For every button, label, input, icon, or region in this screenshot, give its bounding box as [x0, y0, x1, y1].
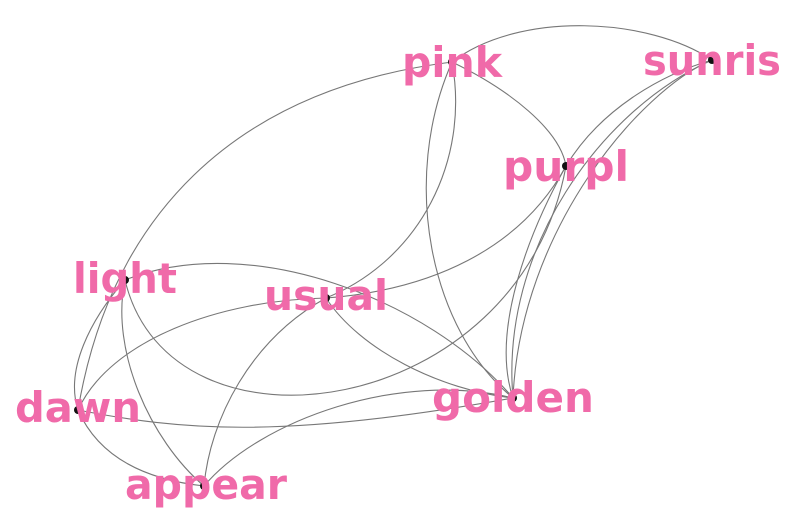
edge-light-dawn [74, 279, 126, 411]
edge-usual-golden [325, 297, 514, 399]
edge-purpl-golden [505, 165, 567, 399]
edge-usual-purpl [325, 165, 567, 299]
edge-sunris-golden-a [511, 59, 713, 399]
edge-sunris-purpl [565, 59, 713, 167]
edge-dawn-appear [77, 409, 205, 487]
edge-usual-appear [203, 297, 327, 487]
nodes [74, 56, 716, 490]
node-label-dawn: dawn [15, 383, 141, 432]
node-dot-usual [322, 294, 330, 302]
edge-light-golden [124, 262, 514, 399]
labels: pink sunris purpl light usual dawn golde… [15, 36, 781, 509]
node-dot-golden [509, 394, 517, 402]
node-dot-pink [448, 58, 456, 66]
node-dot-sunris [708, 56, 716, 64]
node-dot-appear [200, 482, 208, 490]
node-dot-dawn [74, 406, 82, 414]
edge-pink-golden [425, 61, 514, 399]
node-dot-light [121, 276, 129, 284]
edge-pink-usual [325, 61, 457, 299]
node-dot-purpl [562, 162, 570, 170]
edge-dawn-golden [77, 397, 514, 428]
edge-appear-golden [203, 389, 514, 487]
edge-pink-purpl [451, 61, 567, 167]
node-label-golden: golden [432, 373, 594, 422]
edge-light-appear [121, 279, 205, 487]
edge-sunris-golden-b [512, 59, 713, 399]
edge-pink-dawn [77, 61, 453, 411]
edge-usual-dawn [77, 297, 327, 411]
node-label-usual: usual [264, 271, 388, 320]
node-label-purpl: purpl [503, 142, 629, 191]
node-label-appear: appear [125, 460, 287, 509]
node-label-pink: pink [402, 38, 503, 87]
node-label-light: light [73, 254, 177, 303]
node-label-sunris: sunris [643, 36, 781, 85]
edge-pink-sunris [451, 25, 713, 63]
edges [74, 25, 713, 487]
edge-light-purpl [124, 165, 567, 396]
